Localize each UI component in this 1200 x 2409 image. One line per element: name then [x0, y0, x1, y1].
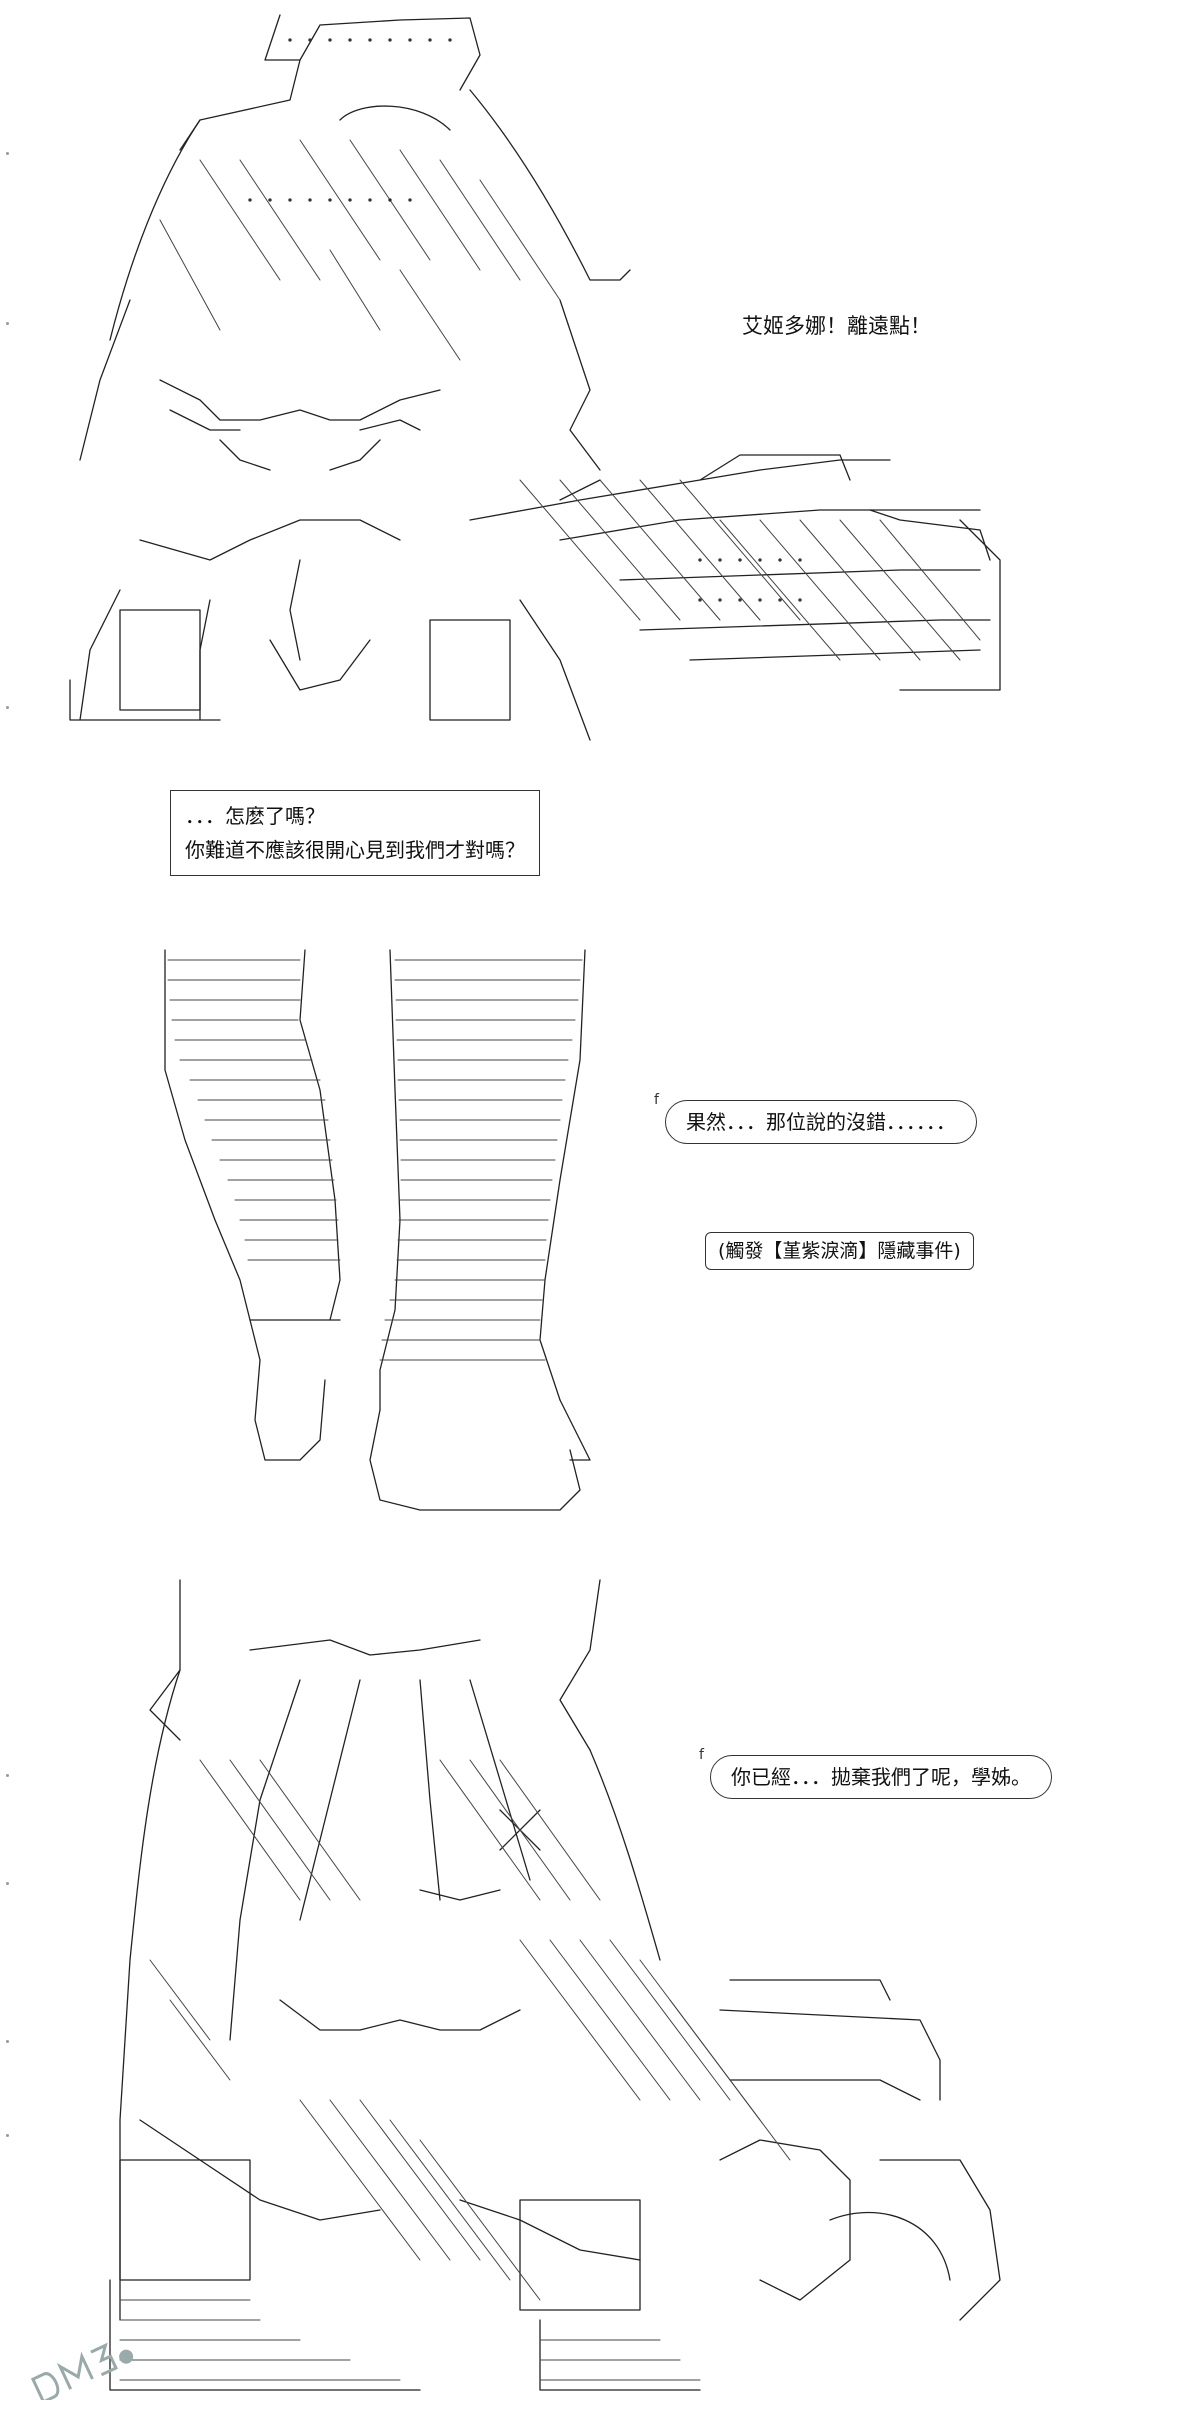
bubble-text: 你已經．．．拋棄我們了呢，學姊。: [731, 1765, 1031, 1789]
dialogue-line-2: 你難道不應該很開心見到我們才對嗎？: [185, 838, 525, 862]
panel-1: 艾姬多娜！離遠點！: [0, 0, 1200, 760]
edge-mark: [6, 1882, 9, 1885]
edge-mark: [6, 2134, 9, 2137]
site-watermark-logo: [30, 2342, 134, 2400]
edge-mark: [6, 1774, 9, 1777]
bubble-text: 果然．．．那位說的沒錯．．．．．．: [686, 1110, 956, 1134]
edge-mark: [6, 706, 9, 709]
speech-text-stay-away: 艾姬多娜！離遠點！: [742, 314, 931, 338]
speech-bubble-you-abandoned-us: f 你已經．．．拋棄我們了呢，學姊。: [699, 1747, 1052, 1799]
edge-mark: [6, 2040, 9, 2043]
dialogue-line-1: ．．．怎麽了嗎？: [185, 804, 325, 828]
edge-mark: [6, 322, 9, 325]
bubble-tail-icon: f: [699, 1747, 704, 1763]
ascii-art-legs: [164, 949, 591, 1511]
panel-3: f 你已經．．．拋棄我們了呢，學姊。: [0, 1560, 1200, 2409]
ascii-art-girl-holding-weapon: [109, 1579, 1001, 2391]
panel-2: ．．．怎麽了嗎？ 你難道不應該很開心見到我們才對嗎？: [0, 760, 1200, 1560]
ascii-art-girl-with-sword: [69, 14, 1001, 741]
edge-mark: [6, 152, 9, 155]
speech-bubble-that-person-was-right: f 果然．．．那位說的沒錯．．．．．．: [654, 1092, 977, 1144]
hidden-event-trigger-label: (觸發【堇紫淚滴】隱藏事件): [705, 1232, 974, 1270]
dialogue-box: ．．．怎麽了嗎？ 你難道不應該很開心見到我們才對嗎？: [170, 790, 540, 876]
bubble-tail-icon: f: [654, 1092, 659, 1108]
